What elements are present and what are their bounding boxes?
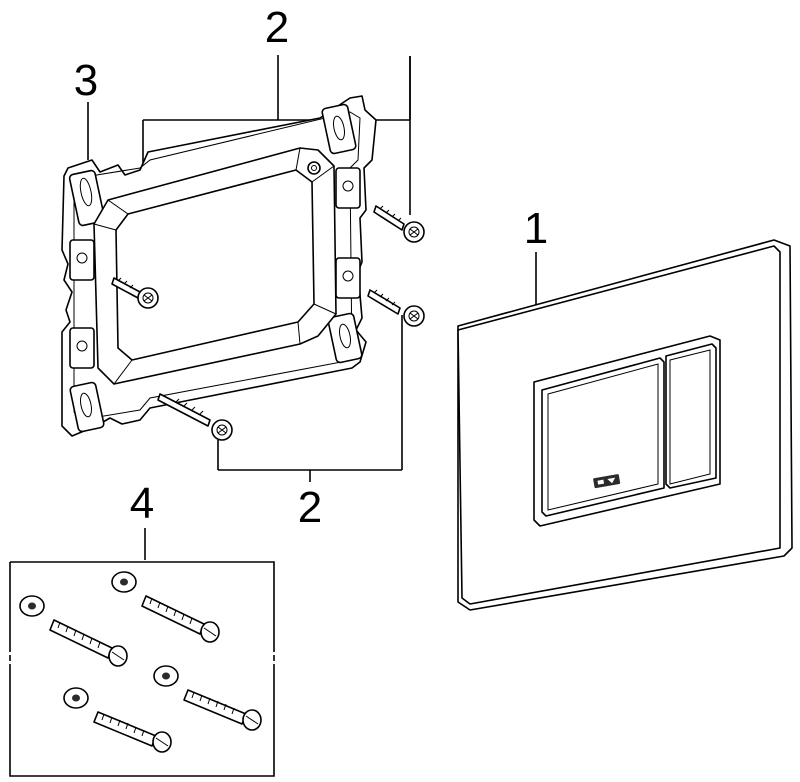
callout-4: 4 xyxy=(130,479,154,528)
frame-screws xyxy=(111,205,425,441)
callout-2-top: 2 xyxy=(265,3,289,52)
callout-2-bottom: 2 xyxy=(298,483,322,532)
frame-screw-mid-left xyxy=(111,277,159,309)
flush-plate xyxy=(457,239,793,611)
wall-fixing-set xyxy=(9,561,275,777)
frame-screw-bottom xyxy=(157,393,233,441)
flush-button-small xyxy=(665,343,717,489)
callout-3: 3 xyxy=(74,56,98,105)
wall-screw-set-4 xyxy=(63,687,172,753)
wall-screw-set-1 xyxy=(111,571,220,643)
flush-button-large xyxy=(541,357,665,517)
brand-logo xyxy=(593,474,621,489)
frame-screw-mid-right xyxy=(367,289,425,327)
wall-screw-set-3 xyxy=(153,665,262,731)
frame-screw-top-right xyxy=(373,205,425,243)
callout-1: 1 xyxy=(524,204,548,253)
wall-screw-set-2 xyxy=(19,595,128,667)
mounting-frame xyxy=(61,95,377,437)
